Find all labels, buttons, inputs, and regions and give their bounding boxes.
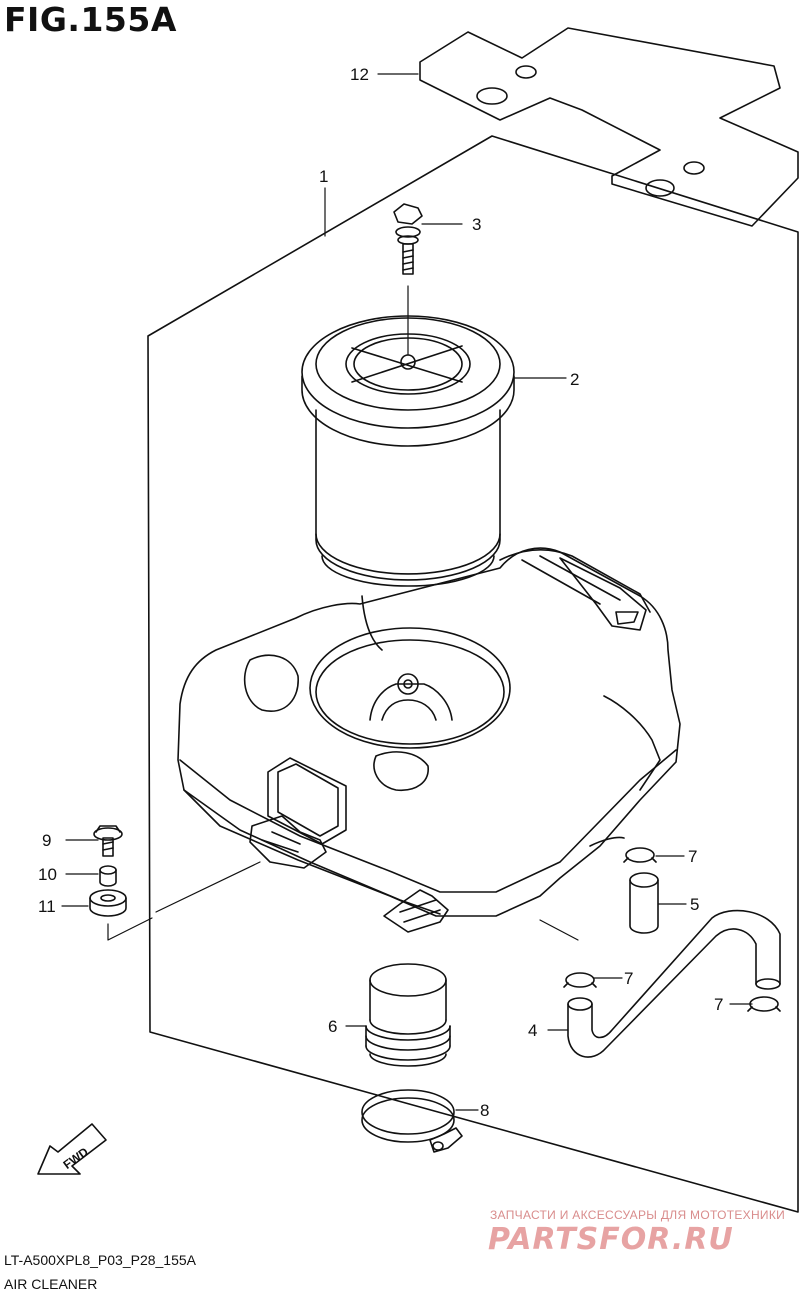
seal-plate-part-12 — [419, 27, 799, 227]
bolt-part-9 — [93, 825, 123, 857]
callout-1: 1 — [319, 167, 328, 186]
callout-9: 9 — [42, 831, 51, 850]
callout-7-right: 7 — [714, 995, 723, 1014]
callout-4: 4 — [528, 1021, 537, 1040]
callout-12: 12 — [350, 65, 369, 84]
fwd-arrow-icon — [37, 1123, 107, 1175]
tube-clamp-part-8 — [361, 1089, 463, 1153]
callout-7-upper: 7 — [688, 847, 697, 866]
breather-hose-part-4 — [567, 909, 781, 1058]
callout-2: 2 — [570, 370, 579, 389]
callout-10: 10 — [38, 865, 57, 884]
model-code: LT-A500XPL8_P03_P28_155A — [4, 1252, 197, 1268]
callout-3: 3 — [472, 215, 481, 234]
watermark-brand: PARTSFOR.RU — [488, 1222, 734, 1257]
watermark-tagline: ЗАПЧАСТИ И АКСЕССУАРЫ ДЛЯ МОТОТЕХНИКИ — [490, 1208, 786, 1222]
collar-part-10 — [99, 865, 117, 887]
callout-5: 5 — [690, 895, 699, 914]
air-cleaner-case — [177, 547, 681, 933]
callout-6: 6 — [328, 1017, 337, 1036]
callout-11: 11 — [38, 897, 56, 916]
assembly-outline-part-1 — [147, 135, 799, 1213]
mount-leader — [107, 917, 153, 941]
filter-element-part-2 — [301, 315, 515, 587]
fwd-label: FWD — [61, 1144, 92, 1172]
wing-bolt-part-3 — [393, 203, 423, 356]
hose-guide-line — [539, 919, 579, 941]
figure-title: FIG.155A — [4, 0, 177, 39]
cushion-part-11 — [89, 889, 127, 917]
drain-hose-part-5 — [629, 872, 659, 934]
outlet-tube-part-6 — [365, 963, 451, 1067]
callout-7-middle: 7 — [624, 969, 633, 988]
clamp-part-7-middle — [563, 972, 597, 988]
callout-8: 8 — [480, 1101, 489, 1120]
clamp-part-7-upper — [623, 847, 657, 863]
mount-guide-line — [155, 861, 261, 913]
figure-caption: AIR CLEANER — [4, 1276, 98, 1292]
clamp-part-7-right — [747, 996, 781, 1012]
